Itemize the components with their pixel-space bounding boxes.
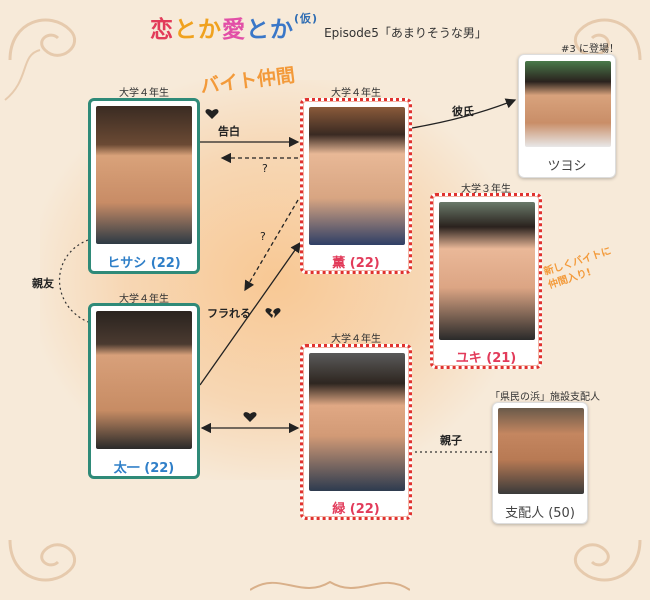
heart-icon	[205, 108, 219, 120]
midori-card[interactable]: 緑 (22)	[300, 344, 412, 520]
taichi-photo	[96, 311, 192, 449]
hisashi-name: ヒサシ (22)	[91, 252, 197, 271]
best-friend-line	[60, 240, 89, 322]
unknown-label-1: ?	[262, 162, 268, 175]
kaoru-name: 薫 (22)	[303, 252, 409, 271]
tsuyoshi-card[interactable]: ツヨシ	[518, 54, 616, 178]
tsuyoshi-caption: #3 に登場！	[540, 40, 640, 55]
yuki-photo	[439, 202, 535, 340]
midori-caption: 大学４年生	[300, 330, 412, 345]
manager-name: 支配人 (50)	[493, 502, 587, 521]
confess-label: 告白	[218, 123, 240, 139]
yuki-card[interactable]: ユキ (21)	[430, 193, 542, 369]
parent-child-label: 親子	[440, 432, 462, 448]
manager-caption: 「県民の浜」施設支配人	[470, 388, 620, 403]
taichi-name: 太一 (22)	[91, 457, 197, 476]
unknown-label-2: ?	[260, 230, 266, 243]
unknown-arrow-2	[245, 200, 298, 290]
hisashi-card[interactable]: ヒサシ (22)	[88, 98, 200, 274]
heart-icon	[243, 411, 257, 423]
rejected-label: フラれる	[207, 305, 251, 321]
kaoru-card[interactable]: 薫 (22)	[300, 98, 412, 274]
taichi-card[interactable]: 太一 (22)	[88, 303, 200, 479]
manager-card[interactable]: 支配人 (50)	[492, 402, 588, 524]
manager-photo	[498, 408, 584, 494]
hisashi-photo	[96, 106, 192, 244]
kaoru-caption: 大学４年生	[300, 84, 412, 99]
midori-photo	[309, 353, 405, 491]
tsuyoshi-photo	[525, 61, 611, 147]
hisashi-caption: 大学４年生	[88, 84, 200, 99]
best-friend-label: 親友	[32, 275, 54, 291]
yuki-name: ユキ (21)	[433, 347, 539, 366]
midori-name: 緑 (22)	[303, 498, 409, 517]
boyfriend-label: 彼氏	[452, 103, 474, 119]
tsuyoshi-name: ツヨシ	[519, 155, 615, 174]
kaoru-photo	[309, 107, 405, 245]
broken-heart-icon	[265, 307, 281, 319]
